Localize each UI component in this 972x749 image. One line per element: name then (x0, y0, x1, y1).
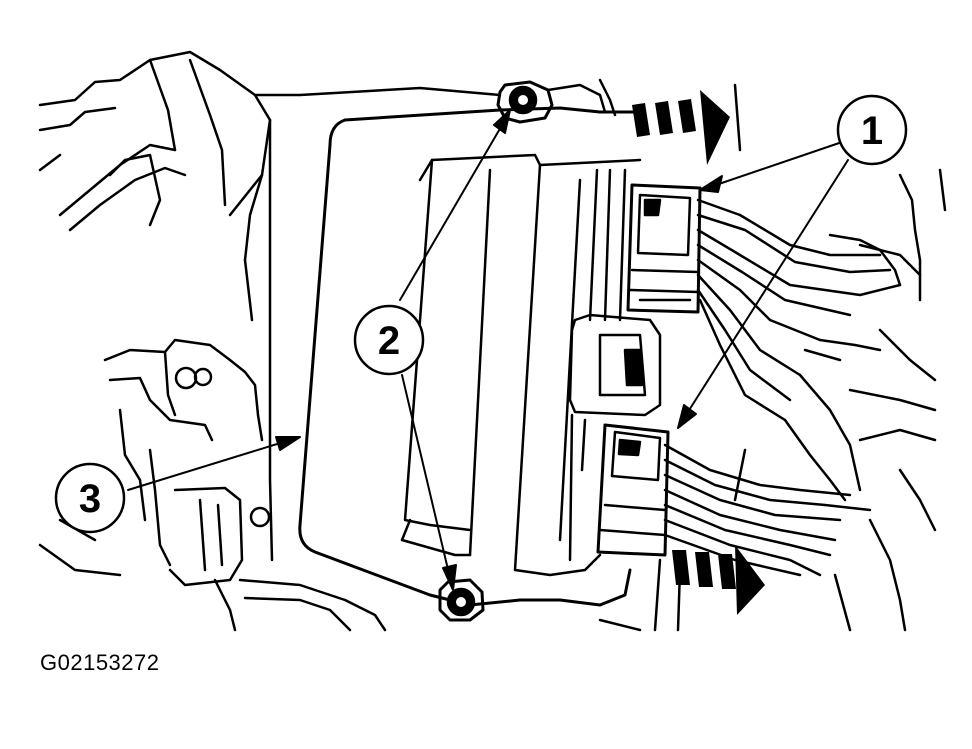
right-background-structure (598, 78, 947, 632)
leader-3-arrowhead (275, 436, 301, 451)
lower-disconnect-arrow (672, 545, 765, 615)
callout-2-number: 2 (378, 319, 400, 363)
lower-wiring-harness (663, 373, 872, 577)
upper-wiring-harness (696, 198, 922, 422)
leader-2-upper-arrowhead (493, 109, 511, 134)
left-lower-components (38, 338, 387, 632)
callout-1: 1 (836, 94, 908, 166)
callout-leader-lines (127, 109, 849, 591)
leader-2-upper (399, 119, 506, 301)
module-housing (298, 106, 662, 607)
leader-2-lower-arrowhead (442, 564, 457, 591)
leader-2-lower (401, 374, 451, 579)
leader-3 (127, 439, 291, 491)
leader-1-upper (709, 139, 849, 188)
callout-1-number: 1 (861, 109, 883, 153)
callout-3-number: 3 (79, 477, 101, 521)
top-mounting-nut (496, 80, 607, 124)
upper-disconnect-arrow (632, 90, 730, 165)
leader-1-lower (685, 159, 849, 416)
figure-id-label: G02153272 (40, 650, 160, 675)
left-bracket-wiring (38, 50, 502, 562)
leader-1-lower-arrowhead (677, 404, 697, 429)
callout-2: 2 (353, 304, 425, 376)
lower-electrical-connector (596, 423, 670, 557)
upper-electrical-connector (626, 183, 702, 314)
callout-3: 3 (54, 462, 126, 534)
bottom-mounting-nut (438, 578, 485, 622)
leader-1-upper-arrowhead (699, 175, 723, 193)
